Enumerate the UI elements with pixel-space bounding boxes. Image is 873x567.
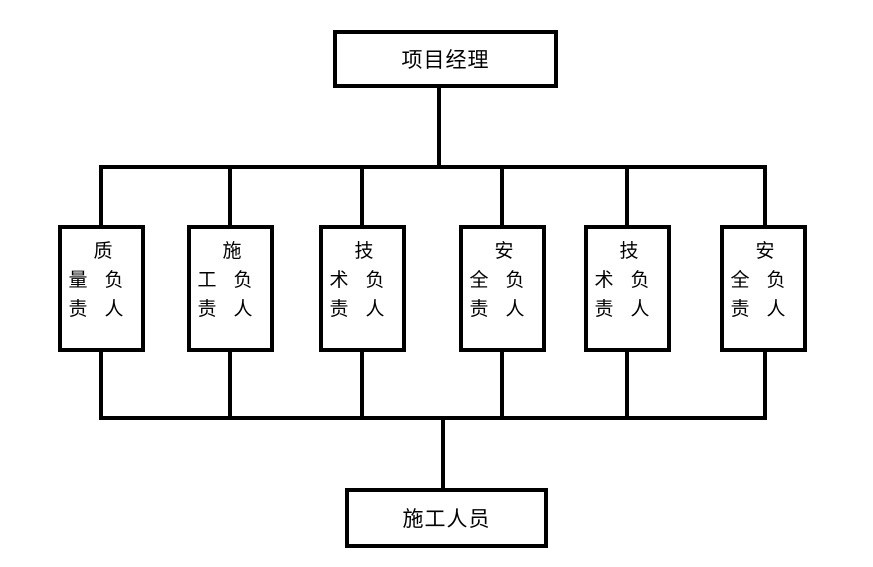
connector-role-4-to-bus (500, 350, 504, 420)
connector-bus-to-role-5 (625, 165, 629, 227)
connector-bus-to-bottom (441, 416, 445, 490)
connector-bus-to-role-6 (763, 165, 767, 227)
connector-role-5-to-bus (625, 350, 629, 420)
connector-bus-to-role-3 (360, 165, 364, 227)
connector-bus-to-role-2 (228, 165, 232, 227)
node-safety-manager-2[interactable]: 安全负责人 (720, 225, 807, 352)
node-construction-personnel-label: 施工人员 (402, 507, 491, 531)
node-quality-manager-label: 质量负责人 (68, 241, 141, 320)
node-technical-manager-2-label: 技术负责人 (594, 241, 667, 320)
connector-top-to-bus (437, 86, 441, 169)
node-safety-manager-1-label: 安全负责人 (469, 241, 542, 320)
node-project-manager[interactable]: 项目经理 (333, 30, 558, 88)
connector-bus-to-role-4 (500, 165, 504, 227)
node-safety-manager-2-label: 安全负责人 (730, 241, 803, 320)
lower-collection-bus (100, 416, 767, 420)
node-construction-manager[interactable]: 施工负责人 (187, 225, 274, 352)
node-construction-manager-label: 施工负责人 (197, 241, 270, 320)
connector-role-6-to-bus (763, 350, 767, 420)
node-project-manager-label: 项目经理 (401, 48, 490, 72)
node-construction-personnel[interactable]: 施工人员 (345, 488, 548, 548)
node-technical-manager-2[interactable]: 技术负责人 (584, 225, 671, 352)
connector-bus-to-role-1 (99, 165, 103, 227)
node-safety-manager-1[interactable]: 安全负责人 (459, 225, 546, 352)
connector-role-2-to-bus (228, 350, 232, 420)
connector-role-1-to-bus (99, 350, 103, 420)
node-quality-manager[interactable]: 质量负责人 (58, 225, 145, 352)
node-technical-manager-1[interactable]: 技术负责人 (319, 225, 406, 352)
connector-role-3-to-bus (360, 350, 364, 420)
upper-distribution-bus (100, 165, 767, 169)
node-technical-manager-1-label: 技术负责人 (329, 241, 402, 320)
